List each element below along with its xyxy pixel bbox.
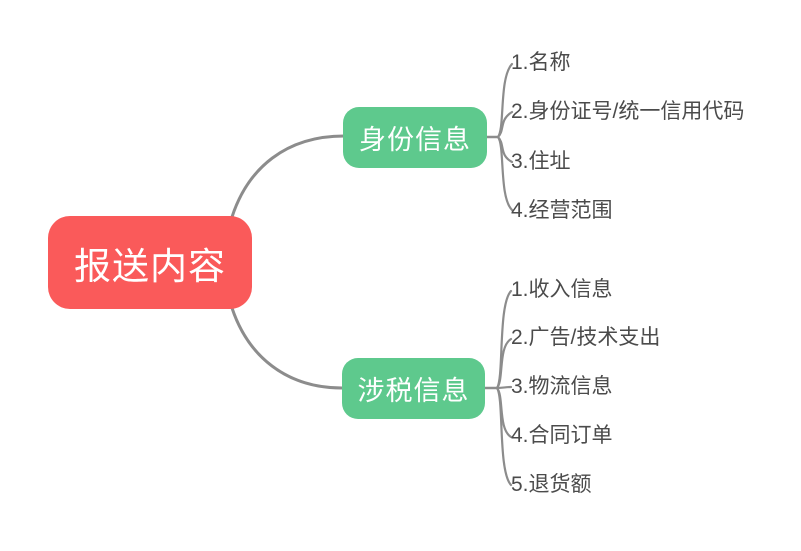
root-topic[interactable]: 报送内容 bbox=[48, 216, 252, 309]
leaf-topic[interactable]: 3.住址 bbox=[511, 150, 571, 173]
connector-root-branch-0 bbox=[230, 134, 346, 219]
connector-branch-0-leaf-2 bbox=[496, 135, 514, 164]
connector-branch-1-leaf-4 bbox=[495, 386, 513, 487]
leaf-topic[interactable]: 3.物流信息 bbox=[511, 375, 613, 398]
connector-branch-0-leaf-3 bbox=[496, 135, 514, 212]
connector-branch-1-leaf-2 bbox=[495, 385, 513, 390]
leaf-topic[interactable]: 1.收入信息 bbox=[511, 278, 613, 301]
connector-branch-0-leaf-0 bbox=[496, 62, 514, 139]
connector-branch-1-leaf-0 bbox=[495, 289, 513, 390]
connector-branch-1-leaf-1 bbox=[495, 337, 513, 390]
leaf-topic[interactable]: 2.身份证号/统一信用代码 bbox=[511, 100, 745, 123]
branch-topic-tax-info[interactable]: 涉税信息 bbox=[342, 358, 485, 419]
leaf-topic[interactable]: 5.退货额 bbox=[511, 473, 592, 496]
leaf-topic[interactable]: 1.名称 bbox=[511, 51, 571, 74]
leaf-topic[interactable]: 4.合同订单 bbox=[511, 424, 613, 447]
connector-branch-0-leaf-1 bbox=[496, 110, 514, 139]
connector-root-branch-1 bbox=[230, 306, 344, 390]
leaf-topic[interactable]: 4.经营范围 bbox=[511, 199, 613, 222]
branch-topic-identity-info[interactable]: 身份信息 bbox=[343, 107, 487, 168]
leaf-topic[interactable]: 2.广告/技术支出 bbox=[511, 326, 661, 349]
connector-branch-1-leaf-3 bbox=[495, 386, 513, 439]
